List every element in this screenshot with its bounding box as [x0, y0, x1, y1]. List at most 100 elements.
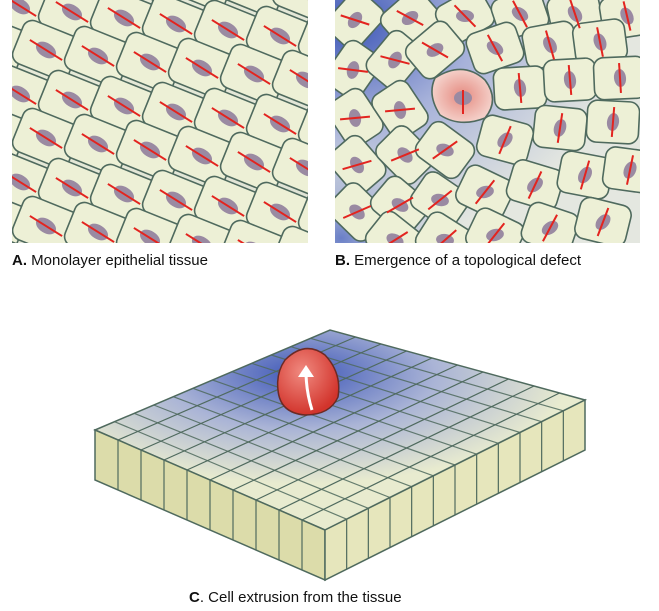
director-line — [340, 14, 370, 26]
cell — [271, 225, 308, 243]
director-line — [211, 107, 245, 129]
director-line — [432, 140, 458, 160]
panel-a-caption: A. Monolayer epithelial tissue — [12, 252, 208, 269]
director-line — [622, 1, 632, 31]
director-line — [185, 57, 219, 79]
director-line — [474, 179, 496, 205]
cell-boundary — [290, 346, 542, 423]
director-line — [289, 157, 308, 171]
panel-c-caption-text: . Cell extrusion from the tissue — [199, 589, 402, 606]
panel-c-caption: C. Cell extrusion from the tissue — [189, 589, 402, 606]
director-line — [596, 207, 610, 237]
director-line — [556, 113, 564, 143]
director-line — [512, 0, 528, 28]
director-line — [342, 205, 372, 219]
director-line — [263, 113, 297, 135]
director-line — [12, 0, 37, 17]
director-line — [289, 69, 308, 83]
director-line — [133, 227, 160, 243]
director-line — [12, 175, 37, 193]
panel-a-caption-text: Monolayer epithelial tissue — [31, 252, 208, 269]
director-line — [133, 139, 167, 161]
director-line — [567, 64, 573, 96]
director-line — [498, 125, 512, 155]
panel-b-defect — [335, 0, 640, 243]
director-line — [388, 231, 409, 243]
director-line — [487, 222, 506, 243]
director-line — [159, 13, 193, 35]
panel-a-illustration — [12, 0, 308, 243]
cell-boundary — [231, 371, 477, 455]
director-line — [390, 148, 420, 162]
director-line — [237, 63, 271, 85]
director-line — [596, 27, 604, 57]
director-line — [55, 1, 89, 23]
director-line — [625, 155, 635, 185]
cell — [219, 0, 289, 17]
director-line — [185, 145, 219, 167]
cell — [167, 213, 237, 243]
panel-b-letter: B. — [335, 252, 350, 269]
director-line — [29, 127, 63, 149]
cell-boundary — [310, 337, 564, 412]
director-line — [107, 95, 141, 117]
director-line — [263, 25, 297, 47]
director-line — [185, 233, 203, 243]
director-line — [486, 34, 504, 62]
panel-a-letter: A. — [12, 252, 27, 269]
director-line — [544, 30, 556, 60]
cell-boundary — [153, 404, 391, 499]
panel-b-caption-text: Emergence of a topological defect — [354, 252, 581, 269]
director-line — [380, 55, 410, 65]
panel-c-illustration — [93, 329, 588, 582]
director-line — [618, 62, 622, 94]
director-line — [337, 67, 369, 73]
director-line — [211, 195, 245, 217]
director-line — [339, 115, 371, 121]
director-line — [342, 159, 372, 171]
cell-boundary — [114, 421, 347, 520]
director-line — [81, 221, 115, 243]
director-line — [81, 45, 115, 67]
panel-b-caption: B. Emergence of a topological defect — [335, 252, 581, 269]
director-line — [159, 189, 193, 211]
director-line — [517, 72, 523, 104]
cell-boundary — [173, 396, 412, 488]
cell — [297, 99, 308, 161]
director-line — [396, 10, 424, 26]
director-line — [237, 151, 271, 173]
panel-b-illustration — [335, 0, 640, 243]
panel-c-extrusion — [80, 325, 600, 585]
director-line — [12, 87, 37, 105]
director-line — [427, 189, 453, 211]
cell — [297, 11, 308, 73]
cell-boundary — [212, 379, 456, 466]
extrusion-arrowhead — [298, 365, 314, 377]
director-line — [107, 7, 141, 29]
director-line — [133, 51, 167, 73]
director-line — [263, 201, 297, 223]
director-line — [55, 177, 89, 199]
director-line — [29, 215, 63, 237]
director-line — [610, 106, 616, 138]
director-line — [386, 196, 414, 214]
director-line — [211, 19, 245, 41]
director-line — [453, 4, 477, 28]
director-line — [542, 214, 558, 242]
director-line — [579, 160, 591, 190]
cell — [297, 187, 308, 243]
cell — [167, 0, 237, 11]
cell-boundary — [192, 387, 434, 477]
cell — [219, 219, 289, 243]
director-line — [29, 39, 63, 61]
director-line — [384, 107, 416, 113]
director-line — [107, 183, 141, 205]
director-line — [421, 41, 449, 59]
cell-boundary — [133, 412, 369, 509]
panel-a-tissue — [12, 0, 308, 243]
extruded-cell — [276, 347, 340, 416]
cell — [271, 0, 308, 23]
director-line — [55, 89, 89, 111]
director-line — [159, 101, 193, 123]
director-line — [569, 0, 581, 29]
